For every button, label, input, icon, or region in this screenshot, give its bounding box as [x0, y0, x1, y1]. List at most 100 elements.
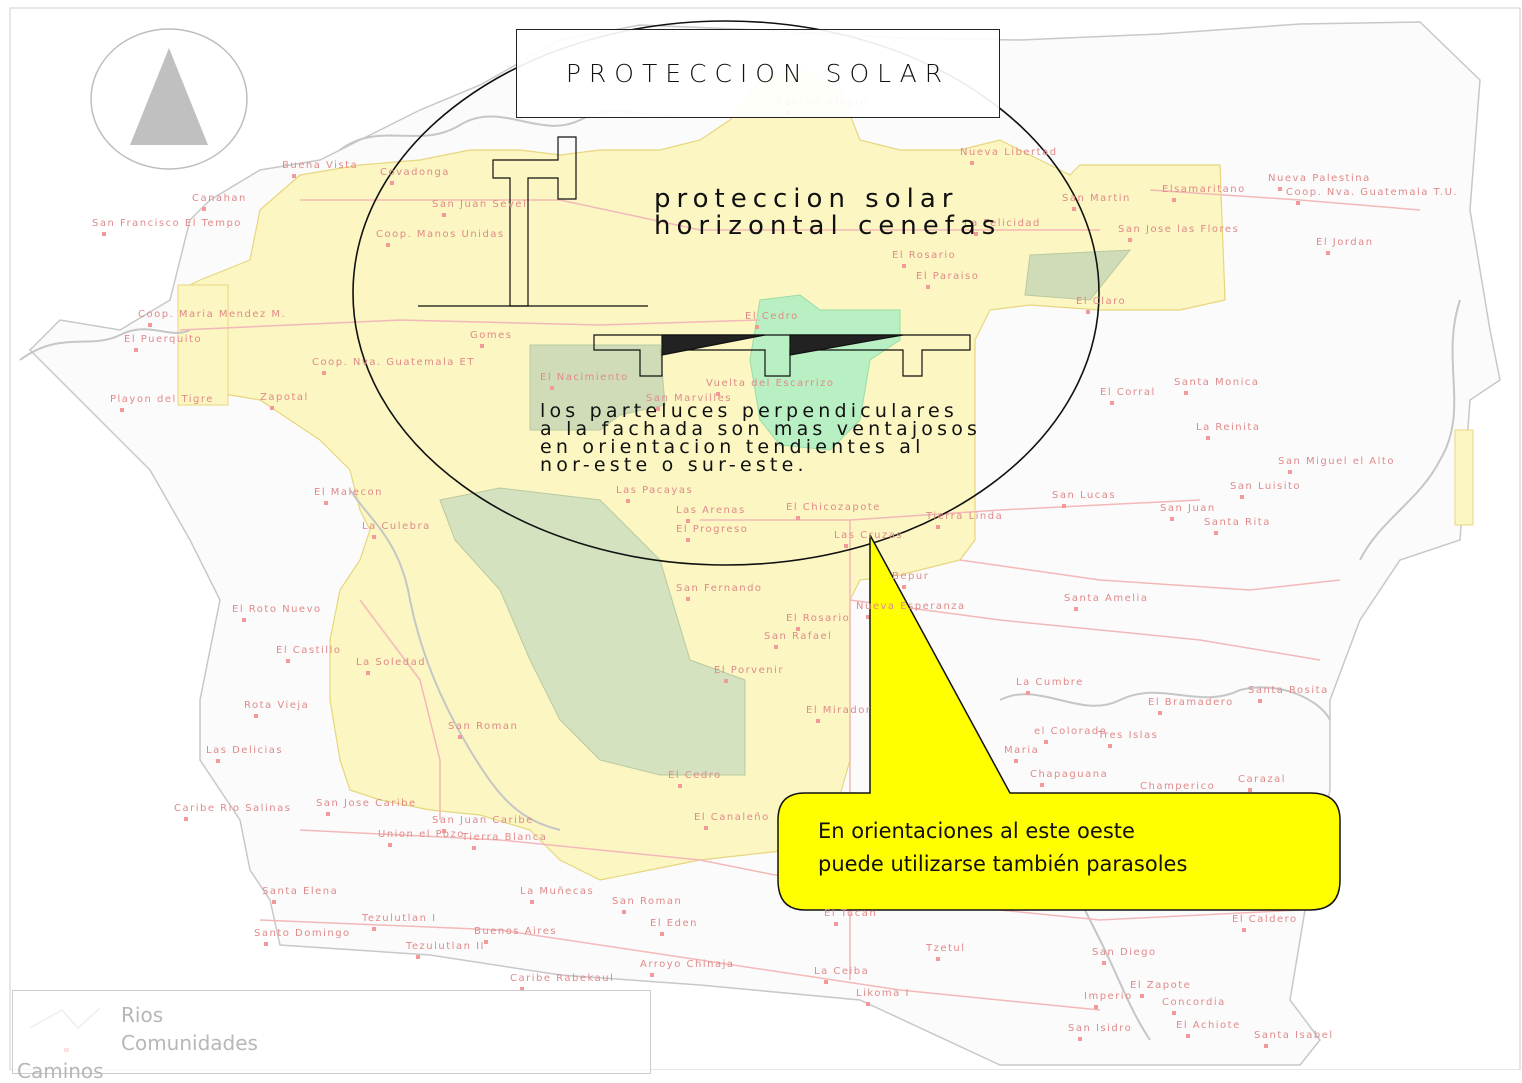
road-3	[700, 499, 1201, 521]
community-marker-las-cruzas	[844, 544, 848, 548]
map-label-la-felicidad: La Felicidad	[964, 218, 1041, 229]
map-label-gomes: Gomes	[470, 330, 513, 341]
community-marker-santo-domingo	[264, 942, 268, 946]
map-label-union-el-pozo: Union el Pozo	[378, 829, 465, 840]
community-marker-likomal	[866, 1002, 870, 1006]
map-label-san-diego: San Diego	[1092, 947, 1157, 958]
community-marker-tres-islas	[1108, 744, 1112, 748]
map-label-santa-monica: Santa Monica	[1174, 377, 1260, 388]
municipality-patch-right	[1454, 429, 1474, 526]
cenefa-heading-line-2: horizontal cenefas	[654, 211, 1002, 241]
road-5	[849, 599, 1321, 661]
community-marker-san-fernando	[686, 597, 690, 601]
map-label-tezulutlan-ii: Tezulutlan II	[406, 941, 486, 952]
map-label-nueva-esperanza: Nueva Esperanza	[856, 601, 966, 612]
community-marker-la-culebra	[372, 535, 376, 539]
community-marker-el-achiote	[1186, 1034, 1190, 1038]
community-marker-el-cedro-2	[678, 784, 682, 788]
community-marker-el-eden	[660, 932, 664, 936]
community-marker-caribe-rio-salinas	[184, 817, 188, 821]
map-label-el-cedro-2: El Cedro	[668, 770, 722, 781]
map-label-san-rafael: San Rafael	[764, 631, 833, 642]
community-marker-tierra-linda	[936, 525, 940, 529]
community-marker-canaan	[202, 207, 206, 211]
community-marker-san-juan-sevel	[442, 213, 446, 217]
map-label-playon-del-tigre: Playon del Tigre	[110, 394, 214, 405]
community-marker-las-delicias	[216, 759, 220, 763]
community-marker-san-roman-2	[622, 910, 626, 914]
map-label-zapotal: Zapotal	[260, 392, 309, 403]
map-label-el-porvenir: El Porvenir	[714, 665, 784, 676]
park-area-small	[529, 344, 666, 431]
community-marker-agua-colorado	[1044, 740, 1048, 744]
map-label-santa-isabel: Santa Isabel	[1254, 1030, 1334, 1041]
map-label-rota-vieja: Rota Vieja	[244, 700, 310, 711]
community-marker-buenos-aires	[484, 940, 488, 944]
map-label-san-luisito: San Luisito	[1230, 481, 1302, 492]
community-marker-el-paraiso	[926, 285, 930, 289]
map-label-santa-rosita: Santa Rosita	[1248, 685, 1329, 696]
municipality-patch-left	[177, 284, 229, 406]
community-marker-playon-del-tigre	[120, 408, 124, 412]
map-label-el-zapote: El Zapote	[1130, 980, 1192, 991]
community-marker-coop-maria-mendez	[148, 323, 152, 327]
community-marker-el-chicozapote	[796, 516, 800, 520]
map-label-san-juan-caribe: San Juan Caribe	[432, 815, 534, 826]
map-label-vuelta-escarrizo: Vuelta del Escarrizo	[706, 378, 835, 389]
community-marker-buena-vista	[292, 174, 296, 178]
legend-rios-label: Rios	[121, 1003, 164, 1027]
page-title: PROTECCION SOLAR	[565, 59, 951, 88]
community-marker-san-francisco-el-tempo	[102, 232, 106, 236]
community-marker-santa-rita	[1214, 531, 1218, 535]
community-marker-el-rosario-2	[796, 627, 800, 631]
community-marker-coop-manos-unidas	[386, 243, 390, 247]
road-8	[959, 559, 1341, 591]
community-marker-santa-isabel	[1264, 1044, 1268, 1048]
community-marker-el-corral	[1110, 401, 1114, 405]
map-label-chapaguana: Chapaguana	[1030, 769, 1109, 780]
map-label-tres-islas: Tres Islas	[1098, 730, 1159, 741]
map-label-coop-manos-unidas: Coop. Manos Unidas	[376, 229, 505, 240]
map-label-la-culebra: La Culebra	[362, 521, 431, 532]
community-marker-las-arenas	[686, 519, 690, 523]
community-marker-zapotal	[270, 406, 274, 410]
legend-caminos-label: Caminos	[17, 1059, 104, 1083]
map-label-la-cumbre: La Cumbre	[1016, 677, 1084, 688]
map-label-san-roman: San Roman	[448, 721, 519, 732]
map-label-santa-amelia: Santa Amelia	[1064, 593, 1149, 604]
community-marker-el-jordan	[1326, 251, 1330, 255]
community-marker-tezulutlan-ii	[416, 955, 420, 959]
cenefa-overhang	[492, 136, 577, 307]
community-marker-tierra-blanca	[472, 846, 476, 850]
map-label-san-jose-las-flores: San Jose las Flores	[1118, 224, 1240, 235]
community-marker-bepur	[902, 585, 906, 589]
note-line-3: en orientacion tendientes al	[540, 436, 925, 458]
community-marker-covadonga	[390, 181, 394, 185]
community-marker-coop-nva-guatemala-tu	[1296, 201, 1300, 205]
map-label-el-rosario-2: El Rosario	[786, 613, 851, 624]
river-west	[19, 328, 191, 361]
community-marker-el-progreso	[686, 538, 690, 542]
road-7	[259, 919, 1101, 1011]
callout-line-2: puede utilizarse también parasoles	[818, 852, 1188, 876]
community-marker-nueva-esperanza	[866, 615, 870, 619]
map-label-imperio: Imperio	[1084, 991, 1133, 1002]
map-label-san-roman-2: San Roman	[612, 896, 683, 907]
map-label-el-bramadero: El Bramadero	[1148, 697, 1234, 708]
parteluce-fin-1	[661, 334, 766, 356]
community-marker-el-castillo	[286, 659, 290, 663]
community-marker-san-marvilles	[656, 407, 660, 411]
community-marker-la-soledad	[366, 671, 370, 675]
map-label-el-tucan: El Tucan	[824, 908, 878, 919]
map-label-el-chicozapote: El Chicozapote	[786, 502, 881, 513]
community-marker-tezulutlan-i	[372, 927, 376, 931]
map-label-tezulutlan-i: Tezulutlan I	[362, 913, 437, 924]
community-marker-chapaguana	[1040, 783, 1044, 787]
community-marker-el-zapote	[1140, 994, 1144, 998]
community-marker-union-el-pozo	[388, 843, 392, 847]
parteluces-plan-drawing	[593, 334, 971, 377]
map-label-las-delicias: Las Delicias	[206, 745, 284, 756]
map-label-el-castillo: El Castillo	[276, 645, 342, 656]
callout-bubble	[777, 534, 1341, 911]
